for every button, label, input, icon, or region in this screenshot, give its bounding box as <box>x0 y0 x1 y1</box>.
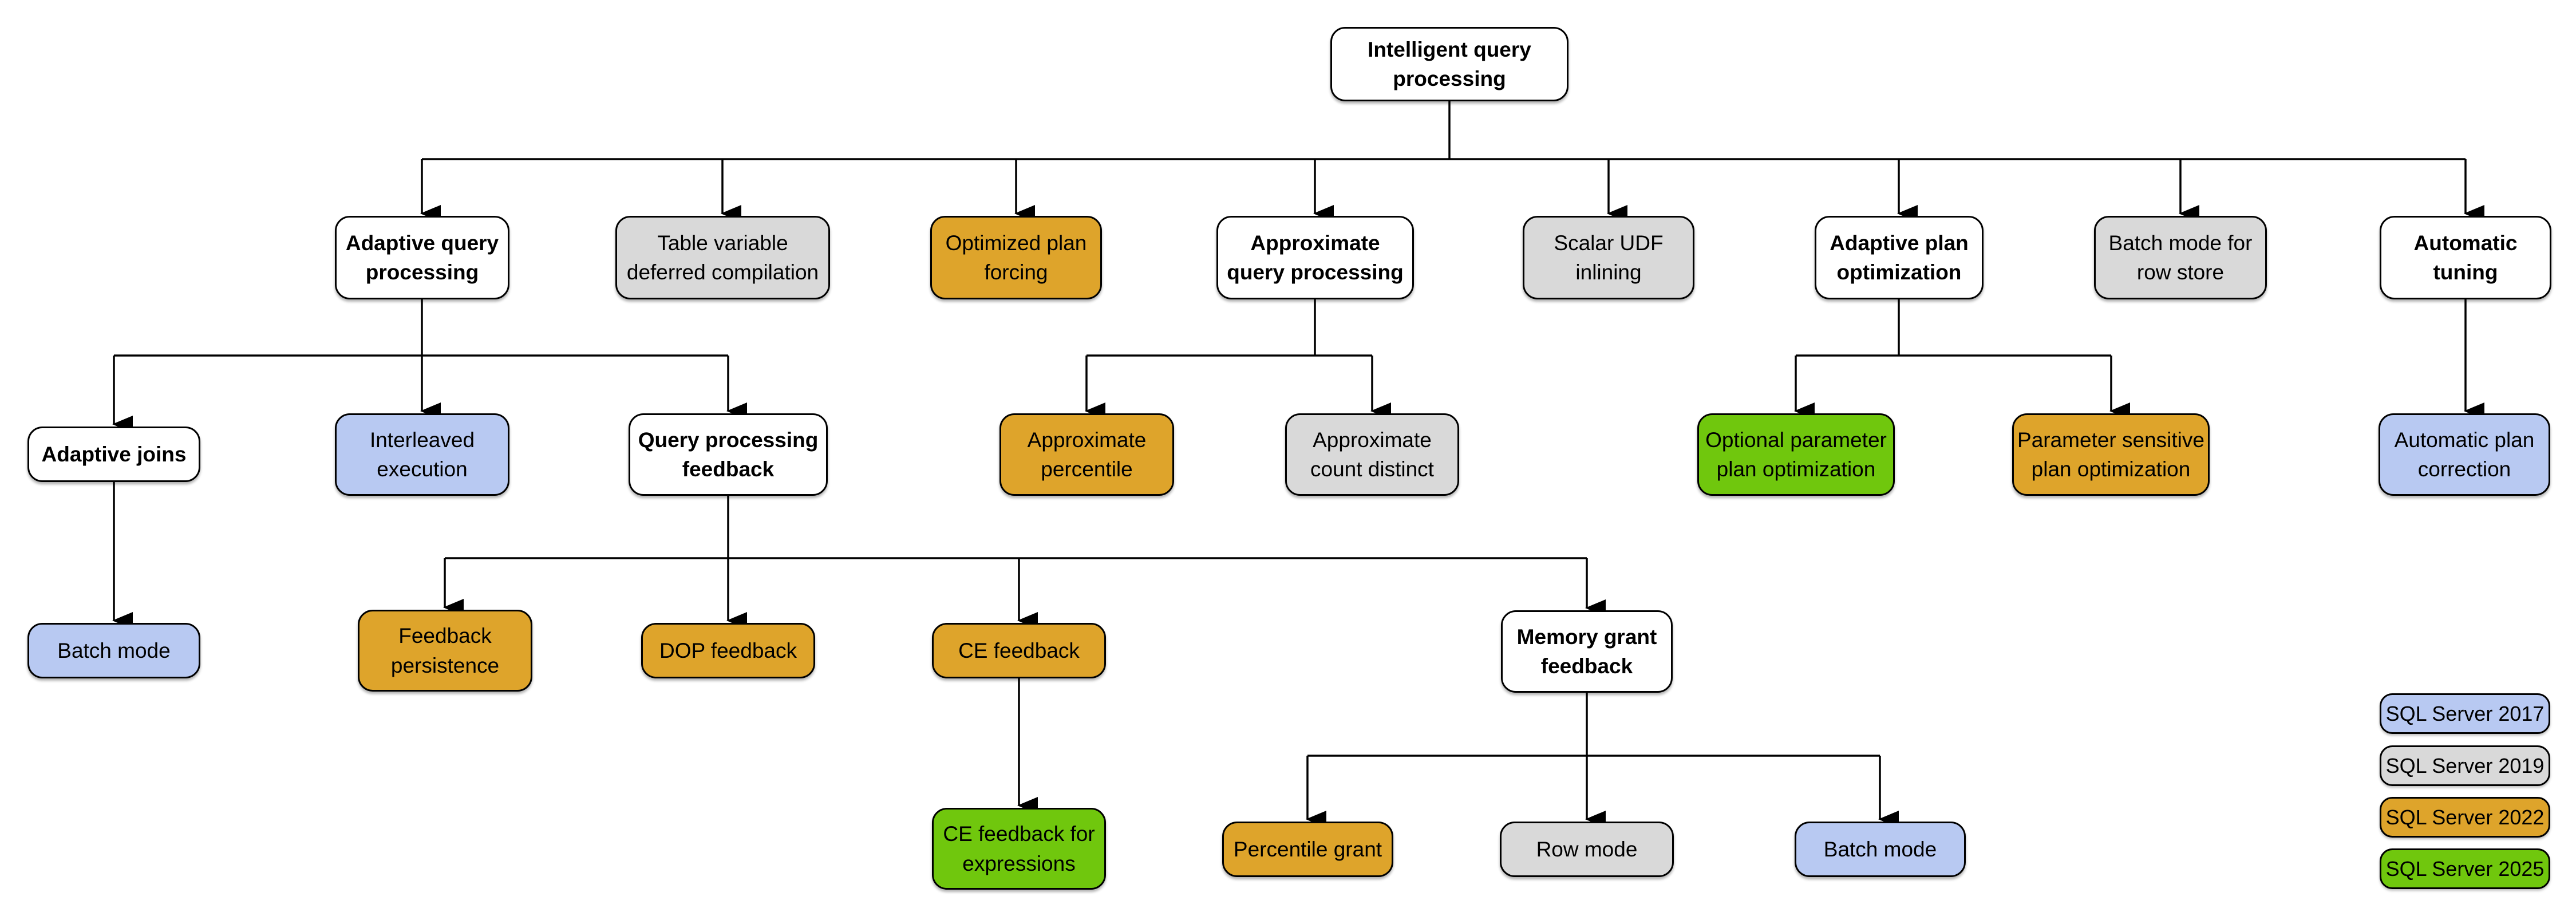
node-optimized-plan-forcing: Optimized plan forcing <box>930 216 1102 299</box>
node-optional-parameter-plan-optimization: Optional parameter plan optimization <box>1697 413 1895 496</box>
node-batch-mode-for-row-store: Batch mode for row store <box>2094 216 2267 299</box>
node-dop-feedback: DOP feedback <box>641 623 815 678</box>
node-approximate-percentile: Approximate percentile <box>999 413 1174 496</box>
node-adaptive-query-processing: Adaptive query processing <box>335 216 509 299</box>
node-row-mode: Row mode <box>1500 822 1674 877</box>
node-scalar-udf-inlining: Scalar UDF inlining <box>1523 216 1694 299</box>
node-batch-mode-adaptive-joins: Batch mode <box>27 623 200 678</box>
node-adaptive-joins: Adaptive joins <box>27 427 200 482</box>
legend-sql-server-2019: SQL Server 2019 <box>2380 745 2550 786</box>
node-percentile-grant: Percentile grant <box>1222 822 1393 877</box>
legend-sql-server-2022: SQL Server 2022 <box>2380 797 2550 838</box>
node-automatic-tuning: Automatic tuning <box>2380 216 2551 299</box>
node-query-processing-feedback: Query processing feedback <box>629 413 828 496</box>
node-batch-mode-memory-grant: Batch mode <box>1795 822 1966 877</box>
legend-sql-server-2025: SQL Server 2025 <box>2380 848 2550 889</box>
node-automatic-plan-correction: Automatic plan correction <box>2379 413 2550 496</box>
node-memory-grant-feedback: Memory grant feedback <box>1501 610 1673 693</box>
node-feedback-persistence: Feedback persistence <box>358 610 532 692</box>
node-parameter-sensitive-plan-optimization: Parameter sensitive plan optimization <box>2012 413 2210 496</box>
node-approximate-count-distinct: Approximate count distinct <box>1285 413 1459 496</box>
node-ce-feedback-for-expressions: CE feedback for expressions <box>932 808 1106 890</box>
legend-sql-server-2017: SQL Server 2017 <box>2380 693 2550 734</box>
node-table-variable-deferred-compilation: Table variable deferred compilation <box>615 216 830 299</box>
node-approximate-query-processing: Approximate query processing <box>1216 216 1414 299</box>
node-adaptive-plan-optimization: Adaptive plan optimization <box>1815 216 1984 299</box>
node-interleaved-execution: Interleaved execution <box>335 413 509 496</box>
node-ce-feedback: CE feedback <box>932 623 1106 678</box>
node-intelligent-query-processing: Intelligent query processing <box>1330 27 1568 101</box>
